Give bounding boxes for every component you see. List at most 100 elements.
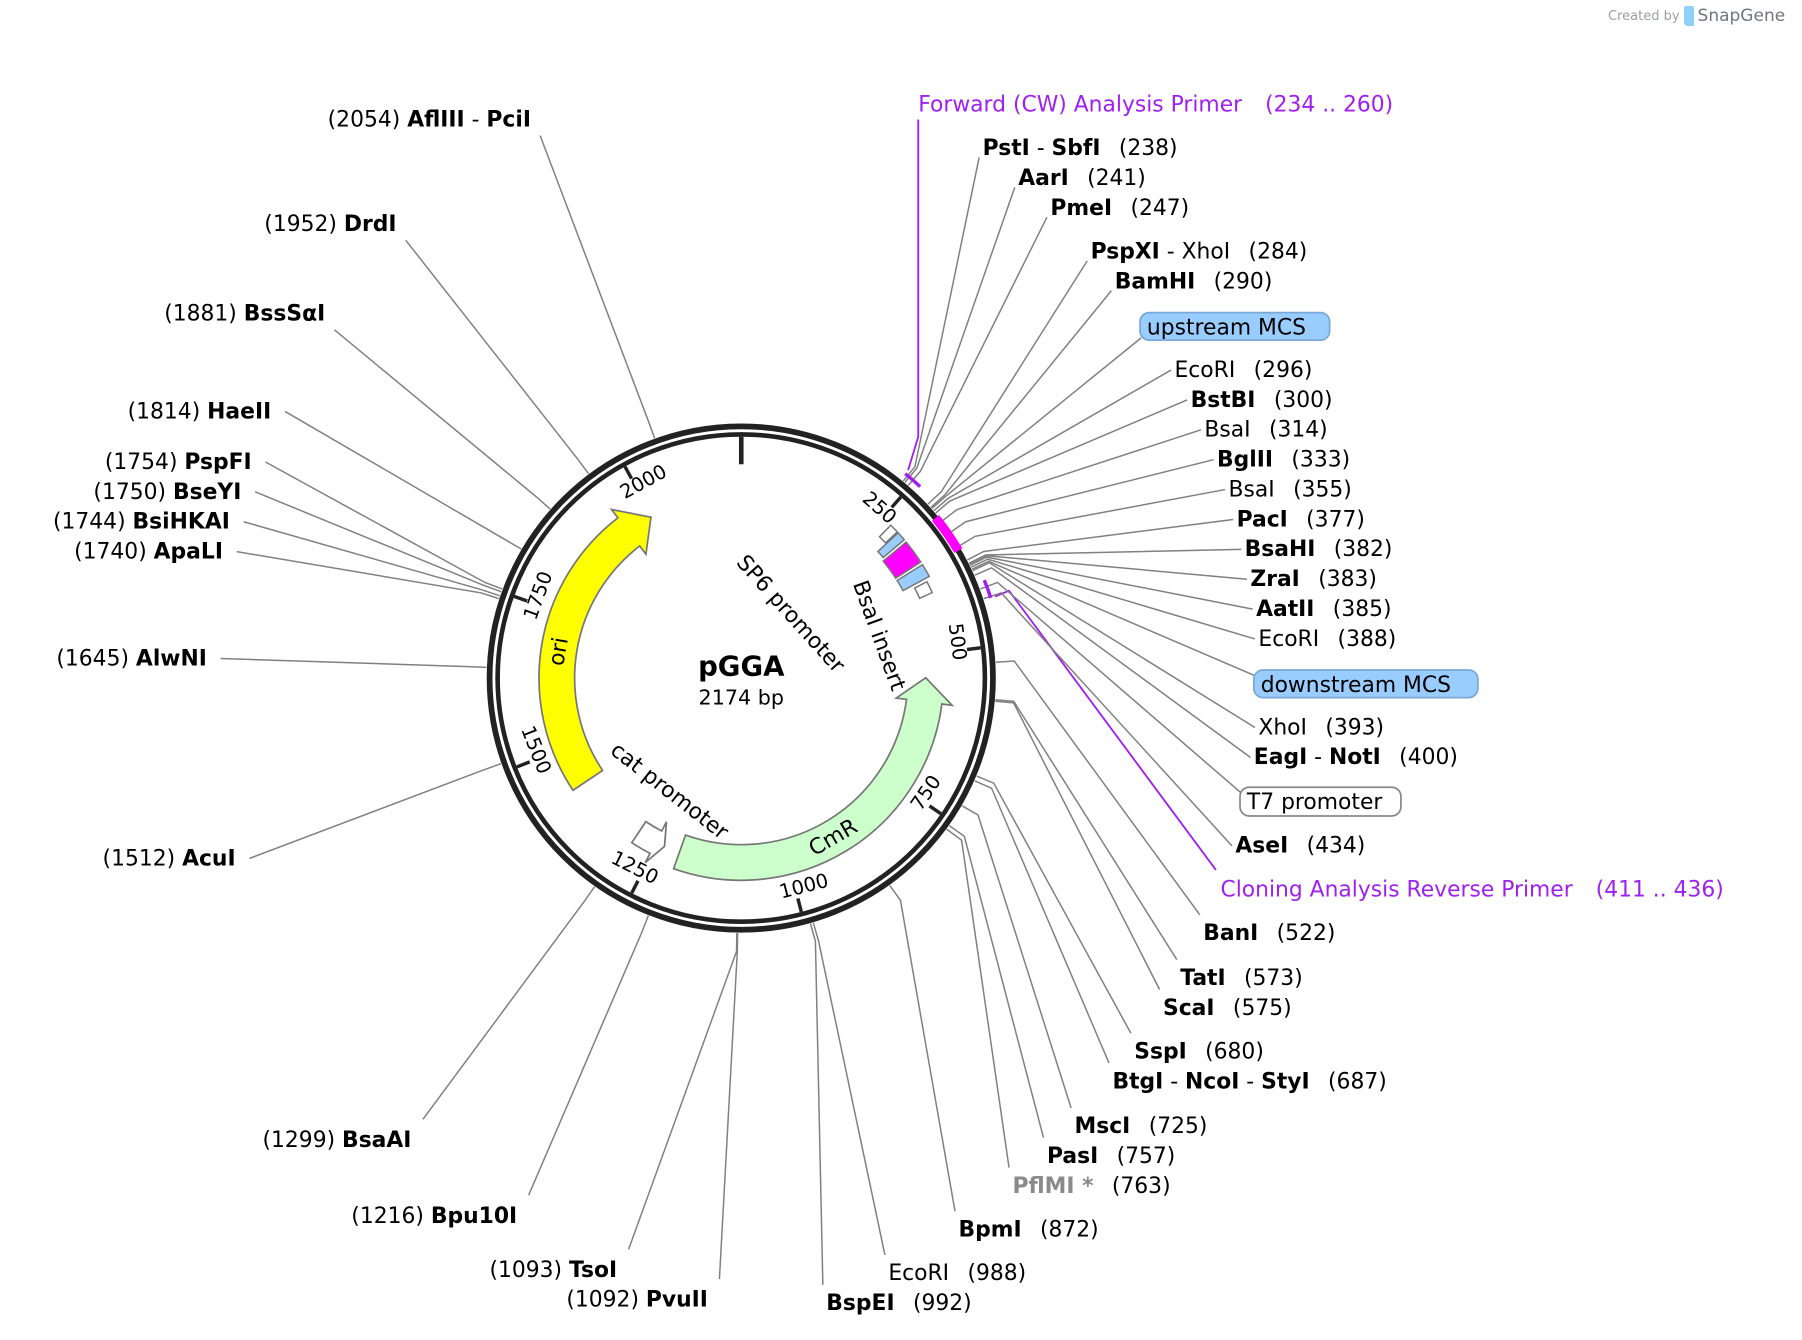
- site-label-text: (1754) PspFI: [105, 450, 252, 475]
- forward-primer-arrow: [904, 472, 922, 488]
- site-leader-line: [974, 566, 1251, 758]
- restriction-site-label[interactable]: PmeI(247): [1050, 196, 1189, 221]
- site-leader-line: [405, 239, 590, 475]
- site-leader-line: [809, 923, 824, 1285]
- upstream-mcs-label[interactable]: upstream MCS: [1139, 311, 1331, 342]
- restriction-site-label[interactable]: XhoI(393): [1258, 715, 1384, 740]
- restriction-site-label[interactable]: AarI(241): [1018, 166, 1146, 191]
- site-leader-line: [284, 410, 522, 550]
- site-position: (757): [1117, 1144, 1176, 1169]
- restriction-site-label[interactable]: BamHI(290): [1115, 269, 1273, 294]
- site-label-text: (2054) AflIII - PciI: [328, 107, 531, 132]
- restriction-site-label[interactable]: BsaI(355): [1229, 477, 1352, 502]
- restriction-site-label[interactable]: PflMI *(763): [1012, 1174, 1170, 1199]
- restriction-site-label[interactable]: SspI(680): [1134, 1039, 1264, 1064]
- site-label-text: PstI - SbfI(238): [983, 136, 1178, 161]
- restriction-site-label[interactable]: (1754) PspFI: [105, 450, 252, 475]
- reverse-primer-label[interactable]: Cloning Analysis Reverse Primer(411 .. 4…: [1220, 877, 1723, 902]
- restriction-site-label[interactable]: PstI - SbfI(238): [983, 136, 1178, 161]
- enzyme-name: BstBI: [1191, 388, 1256, 413]
- restriction-site-label[interactable]: (1512) AcuI: [103, 846, 236, 871]
- bsai-insert-ring-segment: [931, 515, 963, 554]
- site-position: (355): [1293, 477, 1352, 502]
- enzyme-name: PflMI *: [1012, 1174, 1093, 1199]
- site-leader-line: [927, 260, 1088, 505]
- enzyme-name: BspEI: [826, 1291, 894, 1316]
- restriction-site-label[interactable]: (1814) HaeII: [128, 399, 272, 424]
- enzyme-name: ApaLI: [154, 540, 223, 565]
- restriction-site-label[interactable]: EcoRI(296): [1175, 358, 1313, 383]
- enzyme-name: TatI: [1180, 966, 1225, 991]
- restriction-site-label[interactable]: (1092) PvuII: [566, 1288, 708, 1313]
- plasmid-length: 2174 bp: [699, 685, 784, 709]
- enzyme-name: BsaHI: [1245, 537, 1316, 562]
- restriction-site-label[interactable]: (1216) Bpu10I: [351, 1204, 517, 1229]
- site-leader-line: [422, 886, 596, 1120]
- restriction-site-label[interactable]: BglII(333): [1217, 448, 1350, 473]
- svg-text:upstream MCS: upstream MCS: [1147, 315, 1306, 340]
- site-leader-line: [970, 558, 1256, 640]
- restriction-site-label[interactable]: ZraI(383): [1250, 567, 1377, 592]
- restriction-site-label[interactable]: AseI(434): [1235, 834, 1365, 859]
- restriction-site-label[interactable]: (1750) BseYI: [93, 480, 241, 505]
- ori-feature-arrow: [538, 508, 652, 792]
- site-position: (1512): [103, 846, 183, 871]
- restriction-site-label[interactable]: (1299) BsaAI: [263, 1128, 412, 1153]
- enzyme-name: HaeII: [207, 399, 271, 424]
- site-position: (872): [1040, 1218, 1099, 1243]
- restriction-site-label[interactable]: BsaHI(382): [1245, 537, 1393, 562]
- restriction-site-label[interactable]: TatI(573): [1180, 966, 1302, 991]
- ori-label: ori: [544, 635, 574, 667]
- restriction-site-label[interactable]: BanI(522): [1203, 921, 1335, 946]
- restriction-site-label[interactable]: PacI(377): [1237, 507, 1365, 532]
- restriction-site-label[interactable]: PspXI - XhoI(284): [1091, 240, 1308, 265]
- restriction-site-label[interactable]: BstBI(300): [1191, 388, 1333, 413]
- site-leader-line: [974, 780, 1110, 1064]
- created-by-text: Created by: [1608, 8, 1680, 24]
- restriction-site-label[interactable]: (1740) ApaLI: [74, 540, 223, 565]
- restriction-site-label[interactable]: EcoRI(988): [888, 1261, 1026, 1286]
- restriction-site-label[interactable]: (1093) TsoI: [490, 1258, 618, 1283]
- restriction-site-label[interactable]: AatII(385): [1256, 597, 1391, 622]
- enzyme-name: AatII: [1256, 597, 1314, 622]
- restriction-site-label[interactable]: (2054) AflIII - PciI: [328, 107, 531, 132]
- forward-primer-label[interactable]: Forward (CW) Analysis Primer(234 .. 260): [918, 92, 1393, 117]
- restriction-site-label[interactable]: (1645) AlwNI: [56, 646, 206, 671]
- site-position: (393): [1325, 715, 1384, 740]
- site-label-text: PmeI(247): [1050, 196, 1189, 221]
- restriction-site-label[interactable]: (1744) BsiHKAI: [53, 510, 230, 535]
- enzyme-name: NcoI: [1185, 1069, 1239, 1094]
- separator: -: [1163, 1069, 1185, 1094]
- downstream-mcs-label[interactable]: downstream MCS: [1252, 669, 1479, 699]
- site-leader-line: [969, 554, 1247, 580]
- restriction-site-label[interactable]: (1881) BssSαI: [164, 302, 325, 327]
- tick-mark: [516, 760, 531, 769]
- restriction-site-label[interactable]: MscI(725): [1075, 1114, 1208, 1139]
- restriction-site-label[interactable]: BsaI(314): [1204, 418, 1327, 443]
- sp6-promoter-arrow: [878, 524, 899, 544]
- site-label-text: MscI(725): [1075, 1114, 1208, 1139]
- restriction-site-label[interactable]: BspEI(992): [826, 1291, 971, 1316]
- site-label-text: XhoI(393): [1258, 715, 1384, 740]
- site-label-text: EcoRI(988): [888, 1261, 1026, 1286]
- restriction-site-label[interactable]: BtgI - NcoI - StyI(687): [1112, 1069, 1386, 1094]
- site-leader-line: [812, 922, 886, 1256]
- separator: -: [1239, 1069, 1261, 1094]
- t7-promoter-label[interactable]: T7 promoter: [1239, 786, 1402, 817]
- site-position: (1645): [56, 646, 136, 671]
- svg-text:T7 promoter: T7 promoter: [1246, 790, 1382, 815]
- restriction-site-label[interactable]: ScaI(575): [1163, 996, 1292, 1021]
- snapgene-name: SnapGene: [1697, 6, 1786, 26]
- restriction-site-label[interactable]: EcoRI(388): [1258, 627, 1396, 652]
- site-position: (680): [1205, 1039, 1264, 1064]
- forward-primer-leader: [907, 119, 920, 471]
- svg-text:Cloning Analysis Reverse Prime: Cloning Analysis Reverse Primer(411 .. 4…: [1220, 877, 1723, 902]
- restriction-site-label[interactable]: PasI(757): [1047, 1144, 1175, 1169]
- restriction-site-label[interactable]: (1952) DrdI: [264, 212, 396, 237]
- site-label-text: (1299) BsaAI: [263, 1128, 412, 1153]
- restriction-site-label[interactable]: EagI - NotI(400): [1254, 745, 1458, 770]
- restriction-site-label[interactable]: BpmI(872): [958, 1218, 1098, 1243]
- site-label-text: BsaI(355): [1229, 477, 1352, 502]
- site-label-text: (1952) DrdI: [264, 212, 396, 237]
- site-label-text: PasI(757): [1047, 1144, 1175, 1169]
